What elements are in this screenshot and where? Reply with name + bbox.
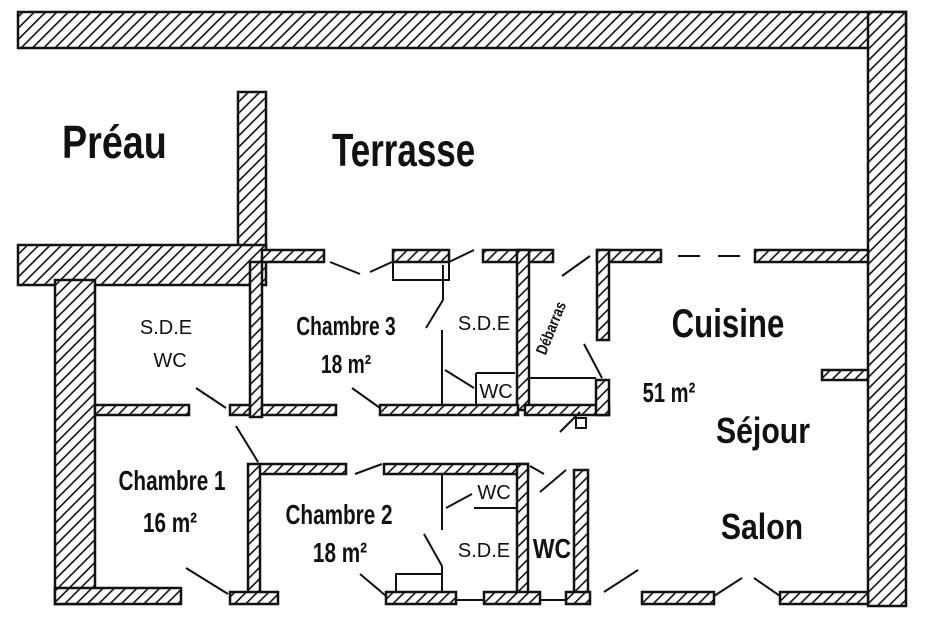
label-chambre2: Chambre 2 (285, 500, 392, 531)
label-sde-bottom: S.D.E (458, 540, 510, 562)
label-terrasse: Terrasse (332, 124, 475, 176)
label-wc-bottom-small: WC (477, 482, 510, 504)
wall-bottom-left (53, 586, 183, 606)
label-wc-bottom: WC (533, 534, 571, 565)
wall-middle-left (16, 243, 268, 287)
label-wc-top: WC (479, 381, 512, 403)
label-cuisine: Cuisine (672, 301, 785, 346)
label-debarras: Débarras (533, 299, 570, 357)
label-chambre3-area: 18 m² (321, 349, 372, 379)
lower-walls (228, 462, 870, 606)
label-chambre3: Chambre 3 (296, 311, 395, 341)
label-living-area: 51 m² (643, 378, 696, 409)
exterior-walls (16, 10, 908, 608)
label-sde-top: S.D.E (458, 313, 510, 335)
wall-right (866, 10, 908, 608)
label-sde-wc-left-1: S.D.E (140, 317, 192, 339)
wall-left (53, 278, 97, 606)
label-sde-wc-left-2: WC (153, 350, 186, 372)
label-salon: Salon (721, 508, 803, 548)
label-sejour: Séjour (716, 412, 810, 452)
door-lines (185, 249, 781, 601)
room-labels: Préau Terrasse S.D.E WC Chambre 3 18 m² … (62, 116, 810, 568)
label-preau: Préau (62, 116, 167, 167)
upper-walls (260, 248, 870, 412)
label-chambre2-area: 18 m² (313, 538, 367, 569)
fixtures (392, 261, 587, 593)
label-chambre1-area: 16 m² (143, 508, 197, 539)
wall-top (16, 10, 908, 50)
left-room-walls (93, 260, 611, 419)
wall-preau-divider (236, 90, 268, 252)
label-chambre1: Chambre 1 (118, 466, 225, 497)
